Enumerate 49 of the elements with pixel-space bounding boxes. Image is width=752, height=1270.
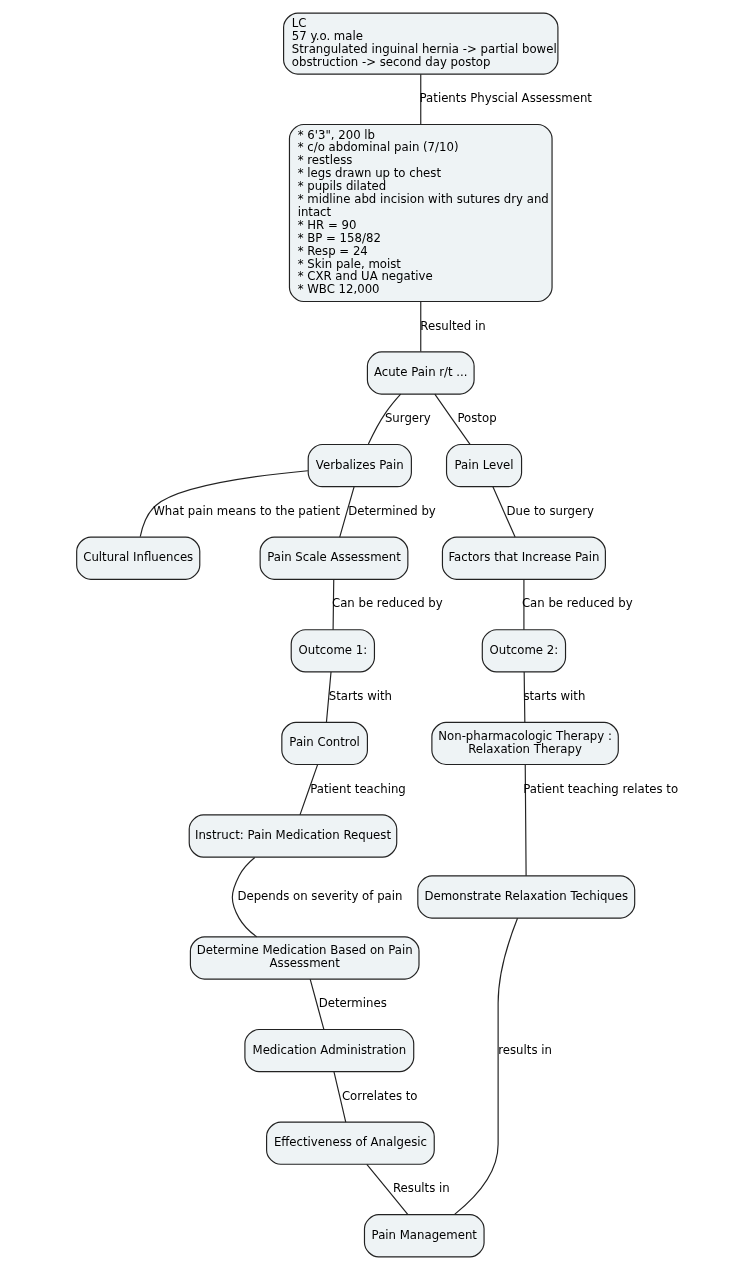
connector — [325, 671, 332, 723]
node-box: Medication Administration — [243, 1028, 414, 1073]
node-box: Pain Management — [363, 1214, 485, 1258]
edge-label: Depends on severity of pain — [236, 888, 402, 903]
edge-label: results in — [497, 1042, 552, 1057]
node-box: Cultural Influences — [75, 536, 200, 580]
connector — [522, 578, 524, 631]
node-box: Outcome 2: — [481, 629, 566, 673]
node-box: Factors that Increase Pain — [441, 536, 606, 580]
edge-label: What pain means to the patient — [152, 503, 340, 518]
edge-label: Postop — [456, 411, 497, 426]
node-box: Determine Medication Based on Pain Assessment — [189, 936, 420, 980]
node-box: Demonstrate Relaxation Techiques — [416, 875, 635, 919]
node-box: Effectiveness of Analgesic — [265, 1121, 435, 1165]
node-box: Pain Control — [280, 721, 368, 766]
edge-label: Resulted in — [419, 318, 486, 333]
edge-label: Patient teaching — [309, 781, 406, 796]
connector — [433, 393, 471, 446]
connector — [523, 671, 525, 723]
connector — [338, 486, 355, 538]
edge-label: Determines — [318, 996, 387, 1011]
node-box: Verbalizes Pain — [307, 443, 412, 488]
connector — [524, 764, 527, 877]
connector — [453, 917, 518, 1216]
connector — [419, 301, 421, 353]
node-box: LC 57 y.o. male Strangulated inguinal hernia -> partial bowel obstruction -> second day postop — [282, 12, 558, 75]
connector — [231, 856, 257, 938]
connector — [367, 393, 401, 445]
connector — [139, 470, 308, 538]
edge-label: Surgery — [384, 411, 431, 426]
node-box: Outcome 1: — [290, 629, 375, 673]
connector — [332, 1071, 346, 1123]
node-box: Pain Level — [445, 443, 522, 488]
node-box: Pain Scale Assessment — [259, 536, 408, 580]
edge-label: Determined by — [347, 503, 436, 518]
connector — [491, 486, 516, 538]
node-box: Instruct: Pain Medication Request — [188, 814, 397, 858]
edge-label: Starts with — [328, 689, 392, 704]
edge-label: Results in — [392, 1181, 450, 1196]
connector — [298, 764, 318, 816]
connector — [419, 73, 421, 125]
node-box: Acute Pain r/t ... — [366, 351, 475, 395]
connector — [309, 978, 324, 1030]
edge-label: Correlates to — [341, 1088, 418, 1103]
edge-label: Due to surgery — [506, 503, 594, 518]
node-box: * 6'3", 200 lb * c/o abdominal pain (7/10) * restless * legs drawn up to chest * pupils dilated * midline abd incision with sutures dry and intact * HR = 90 * BP = 158/82 * Resp = 24 * Skin pale, moist * CXR and UA negative * WBC 12,000 — [288, 123, 553, 303]
connector — [365, 1163, 408, 1216]
connector — [332, 578, 334, 631]
node-box: Non-pharmacologic Therapy : Relaxation Therapy — [430, 721, 619, 766]
